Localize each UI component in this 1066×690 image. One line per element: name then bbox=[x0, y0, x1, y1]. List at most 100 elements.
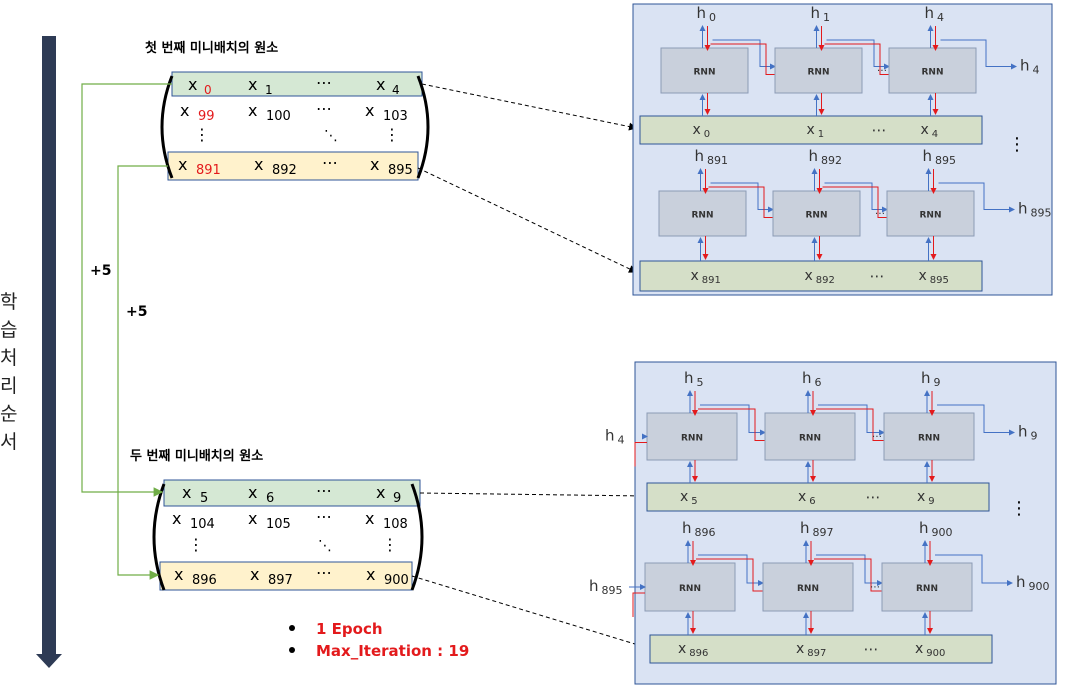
rnn-cell-label: RNN bbox=[922, 68, 944, 78]
svg-text:x: x bbox=[248, 509, 257, 528]
svg-text:103: 103 bbox=[383, 109, 408, 124]
recurrent-gradient bbox=[708, 186, 773, 218]
input-strip bbox=[649, 634, 993, 664]
input-strip bbox=[639, 260, 983, 292]
svg-text:학: 학 bbox=[0, 291, 17, 313]
rnn-cell bbox=[881, 562, 973, 612]
incoming-gradient bbox=[632, 592, 645, 617]
rnn-cell-label: RNN bbox=[806, 211, 828, 221]
svg-text:⋮: ⋮ bbox=[194, 125, 210, 144]
svg-text:x: x bbox=[248, 483, 257, 502]
svg-text:⋯: ⋯ bbox=[316, 563, 332, 582]
rnn-cell-label: RNN bbox=[916, 584, 938, 594]
svg-text:6: 6 bbox=[266, 491, 274, 506]
svg-text:896: 896 bbox=[192, 573, 217, 588]
svg-text:서: 서 bbox=[0, 431, 17, 453]
map-arrow bbox=[417, 167, 637, 273]
rnn-cell-label: RNN bbox=[918, 434, 940, 444]
recurrent-gradient bbox=[698, 408, 765, 441]
rnn-cell bbox=[774, 47, 863, 94]
svg-text:⋮: ⋮ bbox=[382, 535, 398, 554]
rnn-cell-label: RNN bbox=[797, 584, 819, 594]
rnn-cell bbox=[658, 190, 747, 237]
recurrent-gradient bbox=[824, 43, 889, 75]
recurrent-arrow bbox=[698, 554, 764, 586]
panel1-vertical-ellipsis: ⋮ bbox=[1008, 134, 1026, 155]
note-bullet bbox=[289, 625, 295, 631]
panel2-vertical-ellipsis: ⋮ bbox=[1010, 498, 1028, 519]
recurrent-gradient bbox=[816, 408, 884, 441]
svg-text:108: 108 bbox=[383, 517, 408, 532]
svg-text:100: 100 bbox=[266, 109, 291, 124]
strip-ellipsis: ⋯ bbox=[872, 121, 887, 139]
svg-text:x: x bbox=[182, 483, 191, 502]
rnn-cell-label: RNN bbox=[799, 434, 821, 444]
ellipsis: ⋯ bbox=[870, 582, 880, 593]
svg-text:105: 105 bbox=[266, 517, 291, 532]
incoming-gradient bbox=[634, 442, 647, 467]
input-strip bbox=[639, 115, 983, 145]
svg-text:x: x bbox=[172, 509, 181, 528]
recurrent-arrow bbox=[712, 39, 776, 70]
map-arrow bbox=[421, 83, 637, 131]
batch1-title: 첫 번째 미니배치의 원소 bbox=[145, 40, 278, 56]
rnn-cell bbox=[764, 412, 856, 461]
batch1-bracket-right bbox=[416, 75, 430, 179]
svg-text:x: x bbox=[376, 75, 385, 94]
svg-text:⋯: ⋯ bbox=[316, 73, 332, 92]
batch2-row-top bbox=[163, 479, 421, 507]
svg-text:0: 0 bbox=[204, 83, 212, 97]
svg-text:x: x bbox=[248, 101, 257, 120]
strip-ellipsis: ⋯ bbox=[870, 267, 885, 285]
plus5-label-2: +5 bbox=[126, 304, 147, 320]
svg-text:104: 104 bbox=[190, 517, 215, 532]
recurrent-gradient bbox=[822, 186, 887, 218]
output-right-arrow bbox=[937, 404, 1015, 436]
ellipsis: ⋯ bbox=[872, 432, 882, 443]
batch2-title: 두 번째 미니배치의 원소 bbox=[130, 448, 263, 464]
svg-text:x: x bbox=[174, 565, 183, 584]
recurrent-gradient bbox=[696, 558, 763, 592]
note-max-iteration: Max_Iteration : 19 bbox=[316, 642, 469, 660]
ellipsis: ⋯ bbox=[875, 209, 885, 220]
rnn-cell bbox=[888, 47, 977, 94]
side-label: 학 습 처 리 순 서 bbox=[0, 291, 17, 453]
svg-text:x: x bbox=[188, 75, 197, 94]
recurrent-arrow bbox=[824, 182, 888, 213]
svg-text:891: 891 bbox=[196, 163, 221, 178]
process-order-arrow bbox=[36, 36, 62, 668]
map-arrow bbox=[411, 575, 649, 650]
rnn-cell bbox=[660, 47, 749, 94]
svg-text:⋯: ⋯ bbox=[316, 481, 332, 500]
svg-text:99: 99 bbox=[198, 109, 215, 124]
recurrent-arrow bbox=[816, 554, 883, 586]
batch1-bracket-left bbox=[160, 75, 174, 179]
svg-text:x: x bbox=[178, 155, 187, 174]
svg-text:x: x bbox=[254, 155, 263, 174]
svg-text:순: 순 bbox=[0, 403, 17, 425]
rnn-cell-label: RNN bbox=[808, 68, 830, 78]
plus5-connector-top bbox=[81, 83, 172, 497]
batch1-row-top bbox=[171, 71, 423, 97]
svg-text:900: 900 bbox=[384, 573, 409, 588]
svg-text:⋯: ⋯ bbox=[322, 153, 338, 172]
rnn-cell-label: RNN bbox=[920, 211, 942, 221]
plus5-connector-bottom bbox=[117, 165, 168, 580]
svg-text:4: 4 bbox=[392, 83, 400, 97]
svg-text:897: 897 bbox=[268, 573, 293, 588]
strip-ellipsis: ⋯ bbox=[866, 488, 881, 506]
svg-text:⋮: ⋮ bbox=[384, 125, 400, 144]
rnn-cell-label: RNN bbox=[694, 68, 716, 78]
svg-text:9: 9 bbox=[393, 491, 401, 506]
batch2-bracket-right bbox=[410, 483, 424, 591]
